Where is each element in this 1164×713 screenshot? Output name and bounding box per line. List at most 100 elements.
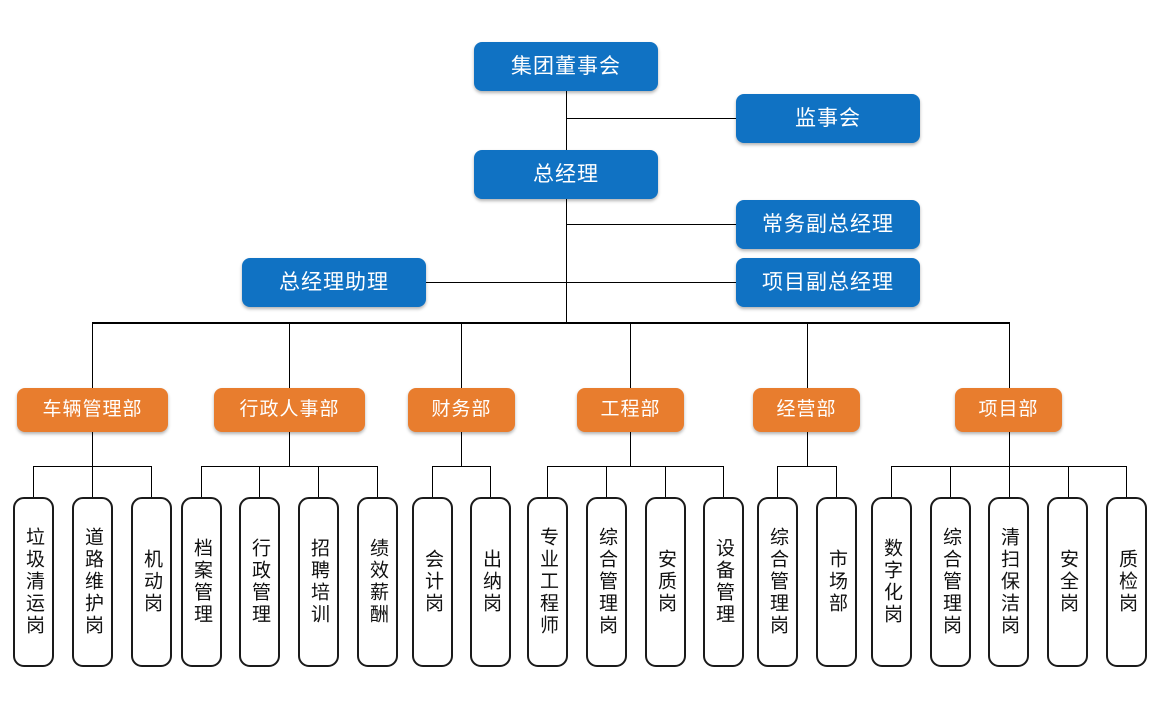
leaf-position-label: 安质岗: [655, 549, 676, 615]
leaf-position-box[interactable]: 数字化岗: [871, 497, 912, 667]
connector-dept4-stem: [630, 432, 631, 466]
leaf-position-box[interactable]: 机动岗: [131, 497, 172, 667]
leaf-position-box[interactable]: 行政管理: [239, 497, 280, 667]
connector-dept4-bus: [547, 466, 724, 467]
node-gm-assistant-label: 总经理助理: [279, 270, 389, 294]
connector-dept1-child-3: [151, 466, 152, 497]
node-department-label: 项目部: [978, 398, 1039, 420]
leaf-position-box[interactable]: 出纳岗: [470, 497, 511, 667]
connector-bus-to-dept-6: [1009, 322, 1010, 388]
node-department-label: 行政人事部: [239, 398, 340, 420]
leaf-position-box[interactable]: 招聘培训: [298, 497, 339, 667]
leaf-position-box[interactable]: 会计岗: [412, 497, 453, 667]
node-department-label: 车辆管理部: [42, 398, 143, 420]
node-department-label: 经营部: [776, 398, 837, 420]
connector-dept1-stem: [92, 432, 93, 466]
leaf-position-label: 专业工程师: [537, 527, 558, 637]
leaf-position-label: 市场部: [826, 549, 847, 615]
connector-dept4-child-1: [547, 466, 548, 497]
connector-bus-to-dept-1: [92, 322, 93, 388]
connector-dept4-child-3: [665, 466, 666, 497]
connector-dept2-child-3: [318, 466, 319, 497]
leaf-position-box[interactable]: 清扫保洁岗: [988, 497, 1029, 667]
connector-dept6-child-1: [891, 466, 892, 497]
node-board-of-directors[interactable]: 集团董事会: [474, 42, 658, 91]
node-board-of-directors-label: 集团董事会: [511, 54, 621, 78]
node-supervisory-board-label: 监事会: [795, 106, 861, 130]
connector-gm-trunk: [566, 199, 567, 323]
leaf-position-label: 质检岗: [1116, 549, 1137, 615]
connector-dept2-child-1: [201, 466, 202, 497]
node-gm-assistant[interactable]: 总经理助理: [242, 258, 426, 307]
node-general-manager-label: 总经理: [533, 162, 599, 186]
node-department-operations[interactable]: 经营部: [753, 388, 860, 432]
leaf-position-label: 垃圾清运岗: [23, 527, 44, 637]
leaf-position-label: 机动岗: [141, 549, 162, 615]
leaf-position-box[interactable]: 综合管理岗: [586, 497, 627, 667]
leaf-position-label: 绩效薪酬: [367, 538, 388, 626]
node-supervisory-board[interactable]: 监事会: [736, 94, 920, 143]
connector-dept6-child-4: [1068, 466, 1069, 497]
leaf-position-label: 综合管理岗: [767, 527, 788, 637]
leaf-position-box[interactable]: 质检岗: [1106, 497, 1147, 667]
leaf-position-label: 设备管理: [713, 538, 734, 626]
connector-bus-to-dept-4: [630, 322, 631, 388]
node-project-deputy-gm[interactable]: 项目副总经理: [736, 258, 920, 307]
leaf-position-box[interactable]: 安全岗: [1047, 497, 1088, 667]
leaf-position-box[interactable]: 设备管理: [703, 497, 744, 667]
node-department-admin-hr[interactable]: 行政人事部: [214, 388, 365, 432]
connector-dept2-bus: [201, 466, 378, 467]
leaf-position-label: 综合管理岗: [596, 527, 617, 637]
leaf-position-box[interactable]: 市场部: [816, 497, 857, 667]
connector-dept5-bus: [777, 466, 836, 467]
connector-dept5-stem: [807, 432, 808, 466]
connector-bus-to-dept-2: [289, 322, 290, 388]
connector-dept4-child-2: [606, 466, 607, 497]
leaf-position-box[interactable]: 道路维护岗: [72, 497, 113, 667]
leaf-position-label: 出纳岗: [480, 549, 501, 615]
connector-dept3-child-1: [432, 466, 433, 497]
connector-board-to-supervisory: [566, 118, 736, 119]
leaf-position-box[interactable]: 综合管理岗: [757, 497, 798, 667]
node-department-engineering[interactable]: 工程部: [577, 388, 684, 432]
node-department-vehicle-management[interactable]: 车辆管理部: [17, 388, 168, 432]
leaf-position-label: 会计岗: [422, 549, 443, 615]
connector-dept3-stem: [461, 432, 462, 466]
connector-dept2-stem: [289, 432, 290, 466]
department-bus-line: [92, 322, 1010, 324]
connector-dept3-bus: [432, 466, 491, 467]
leaf-position-label: 道路维护岗: [82, 527, 103, 637]
leaf-position-box[interactable]: 绩效薪酬: [357, 497, 398, 667]
node-department-finance[interactable]: 财务部: [408, 388, 515, 432]
leaf-position-label: 数字化岗: [881, 538, 902, 626]
connector-dept4-child-4: [723, 466, 724, 497]
leaf-position-box[interactable]: 垃圾清运岗: [13, 497, 54, 667]
leaf-position-label: 档案管理: [191, 538, 212, 626]
leaf-position-label: 安全岗: [1057, 549, 1078, 615]
node-executive-deputy-gm[interactable]: 常务副总经理: [736, 200, 920, 249]
connector-dept6-child-3: [1009, 466, 1010, 497]
connector-gm-to-project-deputy: [566, 282, 736, 283]
connector-dept6-stem: [1009, 432, 1010, 466]
connector-dept5-child-1: [777, 466, 778, 497]
leaf-position-box[interactable]: 档案管理: [181, 497, 222, 667]
connector-dept1-child-2: [92, 466, 93, 497]
leaf-position-label: 行政管理: [249, 538, 270, 626]
leaf-position-label: 招聘培训: [308, 538, 329, 626]
node-department-label: 工程部: [600, 398, 661, 420]
connector-gm-to-assistant: [426, 282, 566, 283]
connector-board-to-gm: [566, 91, 567, 150]
leaf-position-label: 综合管理岗: [940, 527, 961, 637]
node-executive-deputy-gm-label: 常务副总经理: [762, 212, 894, 236]
connector-dept6-child-2: [950, 466, 951, 497]
leaf-position-box[interactable]: 安质岗: [645, 497, 686, 667]
connector-dept2-child-2: [259, 466, 260, 497]
connector-dept5-child-2: [836, 466, 837, 497]
leaf-position-box[interactable]: 综合管理岗: [930, 497, 971, 667]
connector-dept3-child-2: [490, 466, 491, 497]
connector-dept1-child-1: [33, 466, 34, 497]
node-department-project[interactable]: 项目部: [955, 388, 1062, 432]
leaf-position-box[interactable]: 专业工程师: [527, 497, 568, 667]
node-general-manager[interactable]: 总经理: [474, 150, 658, 199]
